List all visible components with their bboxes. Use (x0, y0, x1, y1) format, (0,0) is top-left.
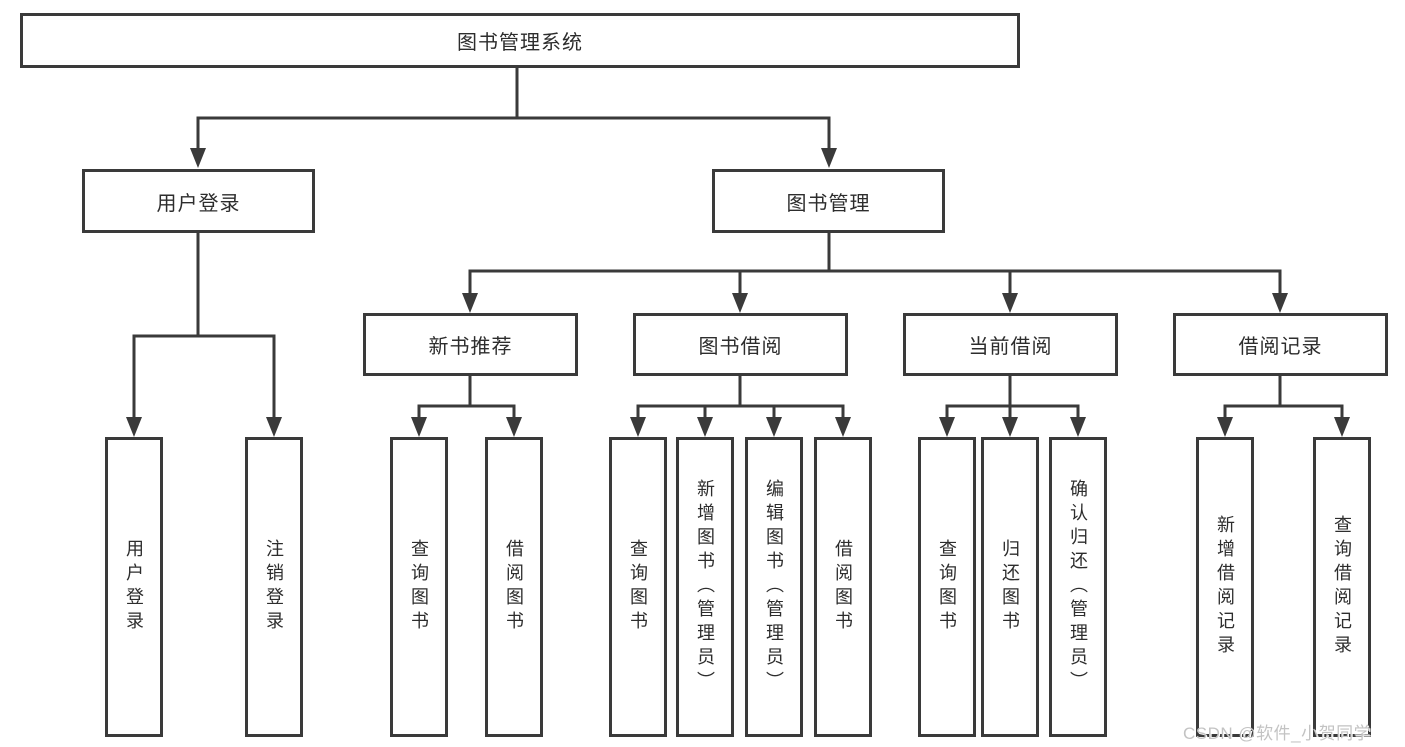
node-label: 归还图书 (1000, 539, 1020, 635)
node-label: 当前借阅 (968, 336, 1053, 358)
node-label: 新增图书（管理员） (695, 479, 715, 695)
leaf-user-login: 用户登录 (105, 437, 163, 737)
leaf-add-books-admin: 新增图书（管理员） (676, 437, 734, 737)
node-label: 查询图书 (628, 539, 648, 635)
node-new-book-recommend: 新书推荐 (363, 313, 578, 376)
node-label: 注销登录 (264, 539, 284, 635)
leaf-logout: 注销登录 (245, 437, 303, 737)
node-label: 查询图书 (409, 539, 429, 635)
node-label: 编辑图书（管理员） (764, 479, 784, 695)
leaf-search-books-recommend: 查询图书 (390, 437, 448, 737)
node-label: 图书管理 (786, 192, 871, 215)
node-book-borrowing: 图书借阅 (633, 313, 848, 376)
node-label: 新书推荐 (428, 336, 513, 358)
node-book-management: 图书管理 (712, 169, 945, 233)
leaf-confirm-return-admin: 确认归还（管理员） (1049, 437, 1107, 737)
leaf-borrow-books-recommend: 借阅图书 (485, 437, 543, 737)
node-current-borrowing: 当前借阅 (903, 313, 1118, 376)
node-user-login: 用户登录 (82, 169, 315, 233)
node-label: 图书借阅 (698, 336, 783, 358)
node-label: 确认归还（管理员） (1068, 479, 1088, 695)
leaf-return-books: 归还图书 (981, 437, 1039, 737)
leaf-search-books-current: 查询图书 (918, 437, 976, 737)
node-label: 借阅图书 (504, 539, 524, 635)
node-library-management-system: 图书管理系统 (20, 13, 1020, 68)
node-label: 用户登录 (156, 192, 241, 215)
leaf-search-borrow-record: 查询借阅记录 (1313, 437, 1371, 737)
leaf-search-books-borrowing: 查询图书 (609, 437, 667, 737)
leaf-edit-books-admin: 编辑图书（管理员） (745, 437, 803, 737)
node-label: 借阅记录 (1238, 336, 1323, 358)
node-label: 图书管理系统 (457, 32, 583, 54)
node-label: 查询借阅记录 (1332, 515, 1352, 659)
node-label: 借阅图书 (833, 539, 853, 635)
node-label: 用户登录 (124, 539, 144, 635)
node-label: 查询图书 (937, 539, 957, 635)
node-label: 新增借阅记录 (1215, 515, 1235, 659)
leaf-add-borrow-record: 新增借阅记录 (1196, 437, 1254, 737)
node-borrowing-records: 借阅记录 (1173, 313, 1388, 376)
leaf-borrow-books-borrowing: 借阅图书 (814, 437, 872, 737)
watermark-text: CSDN @软件_小贺同学 (1183, 724, 1372, 743)
